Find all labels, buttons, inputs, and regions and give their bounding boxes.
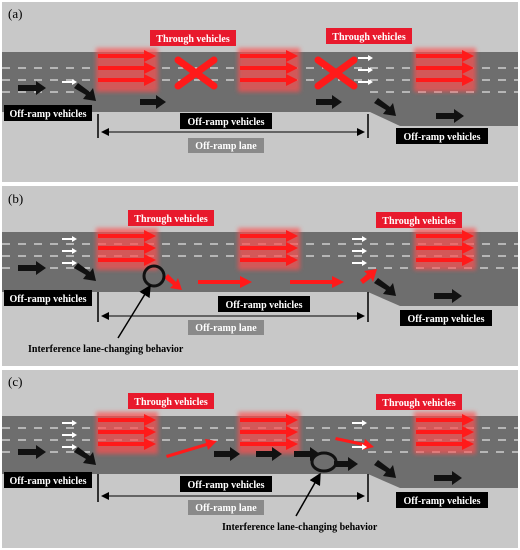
through-label: Through vehicles [156,34,230,45]
offramp-vehicle-arrows [18,261,462,303]
panel-b: (b) [2,186,518,366]
through-label: Through vehicles [382,398,456,409]
through-vehicle-arrows [96,48,476,92]
panel-label: (c) [8,374,22,389]
offramp-label: Off-ramp vehicles [10,476,87,487]
panel-label: (b) [8,191,23,206]
offramp-label: Off-ramp vehicles [404,496,481,507]
offramp-label: Off-ramp vehicles [10,109,87,120]
lane-label: Off-ramp lane [195,503,257,514]
interference-note: Interference lane-changing behavior [28,344,184,355]
offramp-vehicle-arrows [18,445,462,485]
blocked-x-icon [174,56,358,90]
through-label: Through vehicles [134,214,208,225]
through-label: Through vehicles [332,32,406,43]
offramp-label: Off-ramp vehicles [408,314,485,325]
offramp-vehicle-arrows [18,81,464,123]
through-vehicle-arrows [96,228,476,290]
lane-label: Off-ramp lane [195,141,257,152]
offramp-label: Off-ramp vehicles [226,300,303,311]
panel-c: (c) [2,370,518,548]
panel-a: (a) [2,2,518,182]
offramp-label: Off-ramp vehicles [188,480,265,491]
interference-circle-icon [310,451,338,473]
interference-circle-icon [142,264,166,288]
lane-direction-arrows [62,55,373,85]
lane-label: Off-ramp lane [195,323,257,334]
offramp-label: Off-ramp vehicles [188,117,265,128]
offramp-label: Off-ramp vehicles [404,132,481,143]
through-label: Through vehicles [134,397,208,408]
offramp-label: Off-ramp vehicles [10,294,87,305]
panel-label: (a) [8,6,22,21]
interference-note: Interference lane-changing behavior [222,522,378,533]
through-label: Through vehicles [382,216,456,227]
through-vehicle-arrows [96,412,476,458]
